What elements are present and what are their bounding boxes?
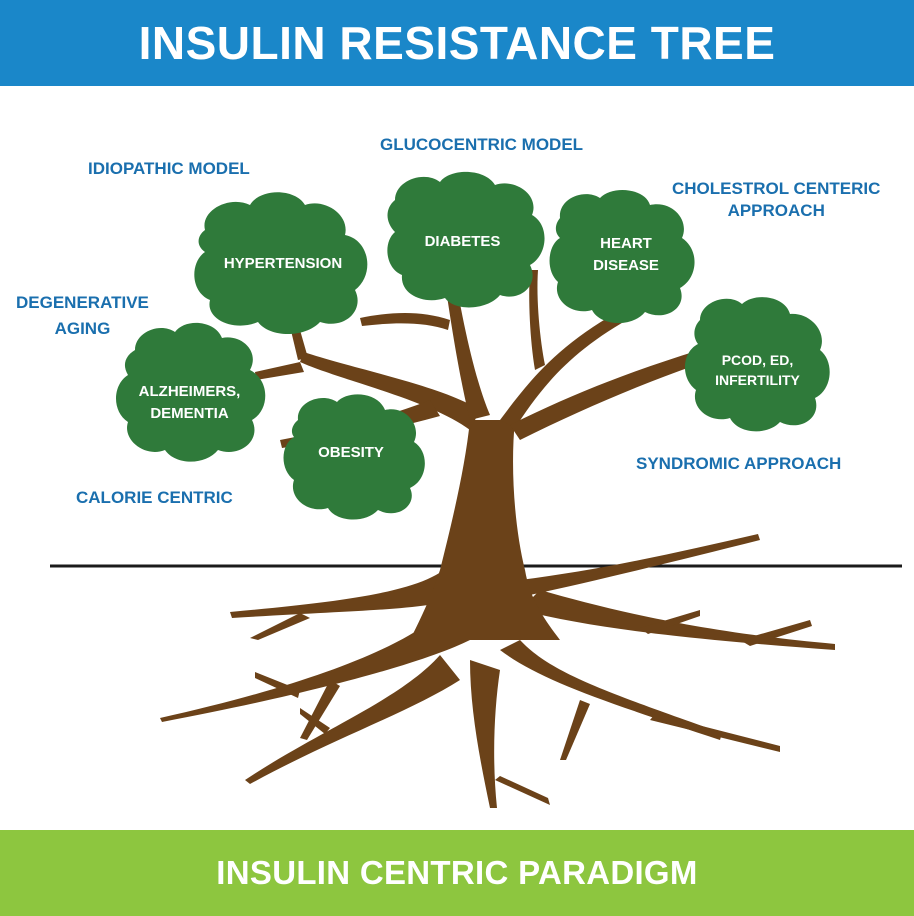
- leaves: [116, 171, 830, 520]
- leaf-pcod: [684, 297, 830, 432]
- leaf-alzheimers: [116, 322, 266, 462]
- tree-illustration: [50, 171, 902, 808]
- leaf-diabetes: [387, 171, 545, 308]
- label-syndromic-approach: SYNDROMIC APPROACH: [636, 454, 842, 473]
- leaf-hypertension: [194, 192, 368, 334]
- label-calorie-centric: CALORIE CENTRIC: [76, 488, 233, 507]
- roots: [160, 534, 835, 808]
- label-idiopathic-model: IDIOPATHIC MODEL: [88, 159, 250, 178]
- leaf-heart: [549, 189, 695, 324]
- label-diabetes: DIABETES: [424, 233, 501, 250]
- footer-title: INSULIN CENTRIC PARADIGM: [0, 830, 914, 916]
- label-alzheimers-dementia: ALZHEIMERS,DEMENTIA: [138, 383, 241, 422]
- leaf-obesity: [283, 394, 425, 520]
- label-pcod-ed-infertility: PCOD, ED,INFERTILITY: [715, 352, 800, 388]
- label-hypertension: HYPERTENSION: [223, 255, 343, 272]
- label-obesity: OBESITY: [318, 444, 384, 461]
- label-glucocentric-model: GLUCOCENTRIC MODEL: [380, 135, 584, 154]
- page-title: INSULIN RESISTANCE TREE: [0, 0, 914, 86]
